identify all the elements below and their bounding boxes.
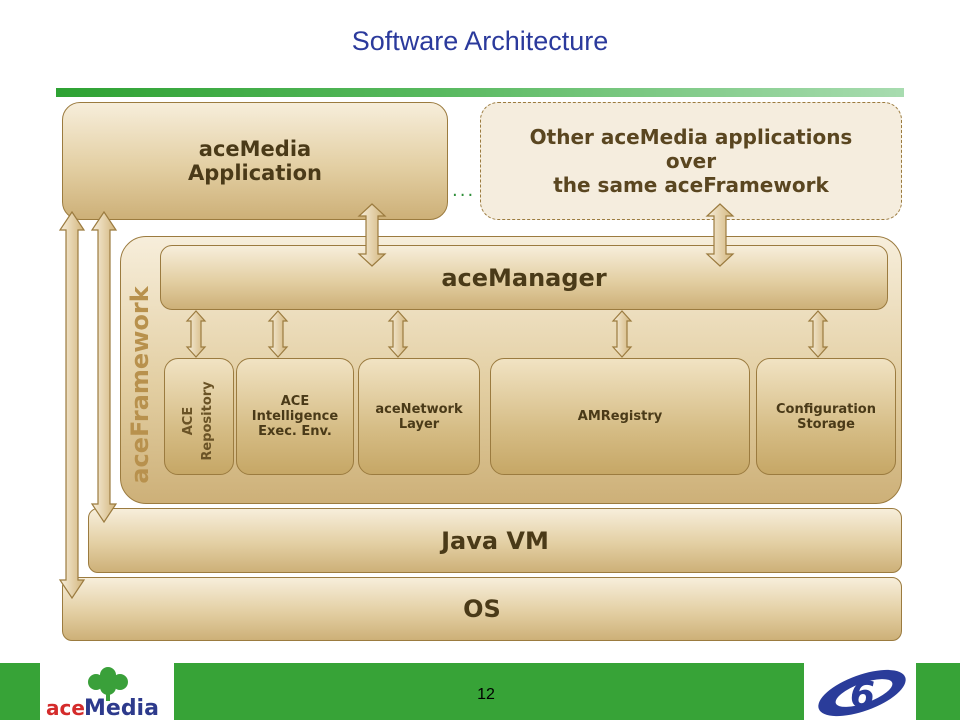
java-vm-label: Java VM [441,526,549,555]
ace-intelligence-label: ACE Intelligence Exec. Env. [251,394,339,439]
arrow-app-to-javavm [90,210,118,524]
clover-icon: ace Media [46,667,159,720]
logo-media-text: Media [84,696,159,720]
arrow-manager-to-config [807,310,829,358]
configuration-storage-box: Configuration Storage [756,358,896,475]
ellipsis: ... [452,180,476,201]
arrow-manager-to-network [387,310,409,358]
ace-intelligence-box: ACE Intelligence Exec. Env. [236,358,354,475]
configuration-storage-label: Configuration Storage [776,401,876,432]
acemanager-box: aceManager [160,245,888,310]
os-label: OS [463,595,501,623]
acemanager-label: aceManager [441,263,607,292]
title-divider [56,88,904,97]
os-box: OS [62,577,902,641]
acenetwork-label: aceNetwork Layer [375,401,463,432]
fp6-icon: 6 [818,669,906,717]
acenetwork-box: aceNetwork Layer [358,358,480,475]
arrow-manager-to-amregistry [611,310,633,358]
slide-title: Software Architecture [351,26,609,56]
other-applications-box: Other aceMedia applications over the sam… [480,102,902,220]
arrow-manager-to-repository [185,310,207,358]
arrow-app-to-manager [357,203,387,267]
arrow-other-to-manager [705,203,735,267]
acemedia-application-box: aceMedia Application [62,102,448,220]
other-applications-label: Other aceMedia applications over the sam… [529,125,853,197]
java-vm-box: Java VM [88,508,902,573]
acemedia-application-label: aceMedia Application [188,137,322,185]
arrow-manager-to-intelligence [267,310,289,358]
acemedia-logo: ace Media [40,663,174,720]
ace-repository-box [164,358,234,475]
fp6-number: 6 [850,675,875,716]
amregistry-box: AMRegistry [490,358,750,475]
arrow-app-to-os [58,210,86,600]
fp6-logo: 6 [804,663,916,720]
logo-ace-text: ace [46,696,85,720]
amregistry-label: AMRegistry [577,409,663,424]
page-number: 12 [477,686,495,703]
